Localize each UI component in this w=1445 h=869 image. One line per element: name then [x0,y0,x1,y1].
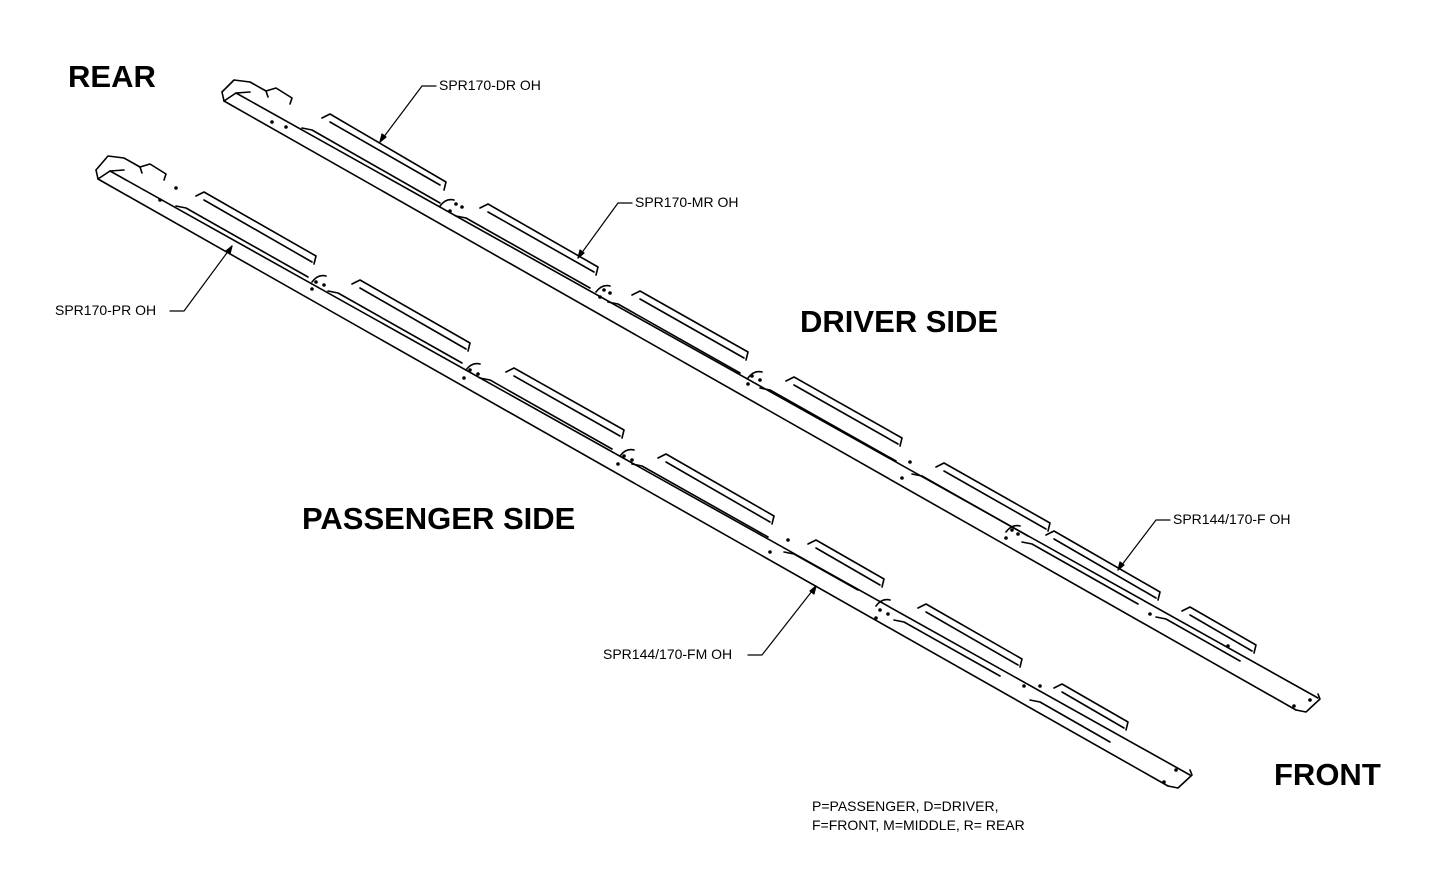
front-label: FRONT [1274,757,1381,792]
leader-fm [748,586,816,655]
arrow-dr [379,133,387,143]
hole-dot [1226,644,1230,648]
leader-lines [170,86,1170,655]
hole-dot [630,458,634,462]
hole-dot [158,198,162,202]
driver-rail [222,80,1320,712]
hole-dot [1292,704,1296,708]
callout-pr: SPR170-PR OH [55,302,157,318]
hole-dot [270,120,274,124]
hole-dot [448,209,452,213]
hole-dot [1174,768,1178,772]
arrow-pr [225,245,233,255]
hole-dot [602,288,606,292]
mounting-holes [158,120,1312,784]
callout-fm: SPR144/170-FM OH [603,646,733,662]
hole-dot [908,460,912,464]
hole-dot [746,382,750,386]
arrow-f [1117,561,1125,571]
leader-pr [170,246,232,311]
hole-dot [1004,536,1008,540]
hole-dot [768,550,772,554]
hole-dot [1038,684,1042,688]
legend: P=PASSENGER, D=DRIVER, F=FRONT, M=MIDDLE… [812,797,1025,835]
hole-dot [886,612,890,616]
leader-f [1118,520,1170,570]
arrow-mr [577,249,585,259]
hole-dot [1016,532,1020,536]
hole-dot [1162,780,1166,784]
hole-dot [1308,698,1312,702]
hole-dot [758,378,762,382]
hole-dot [454,202,458,206]
hole-dot [900,476,904,480]
hole-dot [622,454,626,458]
hole-dot [322,283,326,287]
hole-dot [468,368,472,372]
hole-dot [750,374,754,378]
callout-mr: SPR170-MR OH [635,194,739,210]
rear-label: REAR [68,59,156,94]
hole-dot [314,280,318,284]
hole-dot [598,295,602,299]
hole-dot [608,291,612,295]
passenger-side-label: PASSENGER SIDE [302,501,576,536]
hole-dot [786,538,790,542]
hole-dot [310,287,314,291]
legend-line-1: P=PASSENGER, D=DRIVER, [812,798,999,814]
hole-dot [1022,684,1026,688]
hole-dot [1148,612,1152,616]
arrow-fm [809,585,817,595]
hole-dot [616,462,620,466]
hole-dot [476,372,480,376]
leader-dr [380,86,436,142]
callout-dr: SPR170-DR OH [439,77,541,93]
hole-dot [878,608,882,612]
hole-dot [874,616,878,620]
hole-dot [460,205,464,209]
hole-dot [284,125,288,129]
hole-dot [174,186,178,190]
callout-f: SPR144/170-F OH [1173,511,1291,527]
hole-dot [1010,528,1014,532]
driver-side-label: DRIVER SIDE [800,304,999,339]
legend-line-2: F=FRONT, M=MIDDLE, R= REAR [812,817,1025,833]
leader-mr [578,203,632,258]
hole-dot [462,376,466,380]
passenger-rail [96,156,1192,788]
